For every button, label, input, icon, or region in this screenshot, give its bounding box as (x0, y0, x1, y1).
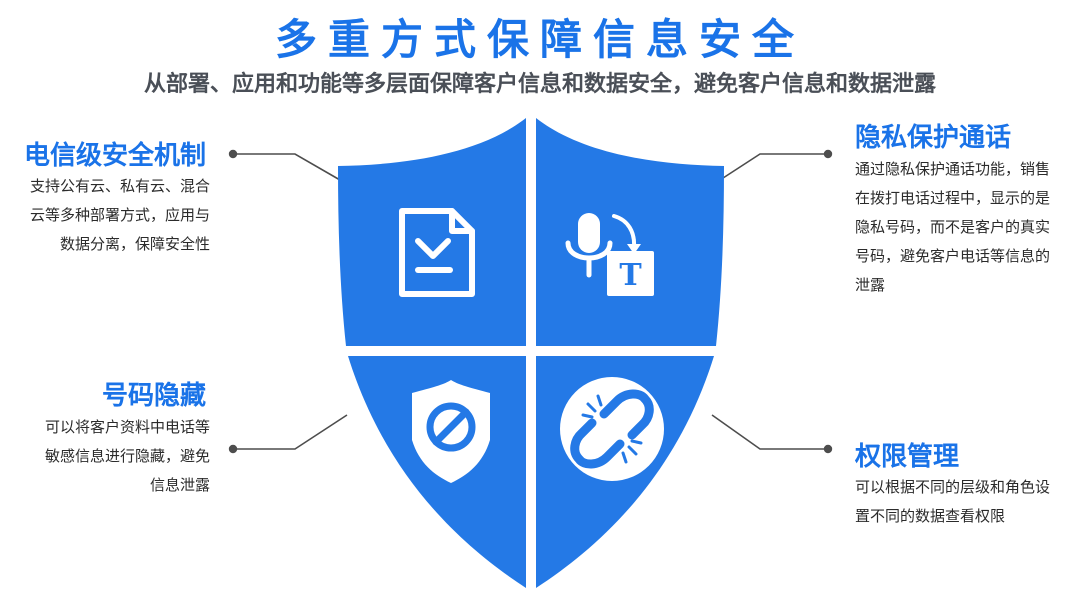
page-title: 多重方式保障信息安全 (274, 15, 805, 64)
feature-desc-line: 可以将客户资料中电话等 (44, 418, 210, 436)
shield-quadrant-top-left (338, 118, 526, 346)
feature-desc-line: 支持公有云、私有云、混合 (29, 177, 210, 195)
feature-desc-line: 在拨打电话过程中，显示的是 (855, 189, 1051, 207)
feature-desc-line: 敏感信息进行隐藏，避免 (44, 447, 210, 465)
connector-dot (228, 444, 238, 454)
broken-link-icon (560, 377, 664, 481)
feature-desc-line: 数据分离，保障安全性 (59, 235, 210, 253)
page-subtitle: 从部署、应用和功能等多层面保障客户信息和数据安全，避免客户信息和数据泄露 (143, 72, 936, 97)
feature-title-security: 电信级安全机制 (23, 141, 206, 171)
feature-desc-line: 信息泄露 (149, 476, 210, 494)
shield-block-icon (412, 380, 490, 483)
feature-desc-line: 云等多种部署方式，应用与 (29, 206, 210, 224)
feature-title-number-hide: 号码隐藏 (101, 381, 206, 411)
connector-lines (233, 153, 828, 450)
feature-desc-privacy-call: 通过隐私保护通话功能，销售 在拨打电话过程中，显示的是 隐私号码，而不是客户的真… (855, 155, 1080, 300)
feature-desc-number-hide: 可以将客户资料中电话等 敏感信息进行隐藏，避免 信息泄露 (0, 413, 210, 500)
feature-desc-line: 隐私号码，而不是客户的真实 (855, 218, 1051, 236)
feature-desc-line: 通过隐私保护通话功能，销售 (855, 160, 1051, 178)
connector-dot (823, 149, 833, 159)
feature-title-permission: 权限管理 (855, 442, 960, 472)
feature-desc-line: 泄露 (855, 276, 886, 294)
connector-dot (228, 149, 238, 159)
connector-dot (823, 444, 833, 454)
feature-desc-line: 置不同的数据查看权限 (855, 507, 1006, 525)
svg-text:T: T (619, 258, 642, 293)
document-download-icon (399, 208, 475, 297)
feature-desc-security: 支持公有云、私有云、混合 云等多种部署方式，应用与 数据分离，保障安全性 (0, 172, 210, 259)
feature-title-privacy-call: 隐私保护通话 (855, 123, 1012, 153)
feature-desc-line: 可以根据不同的层级和角色设 (855, 478, 1051, 496)
microphone-text-icon: T (565, 213, 654, 296)
feature-desc-line: 号码，避免客户电话等信息的 (855, 247, 1051, 265)
feature-desc-permission: 可以根据不同的层级和角色设 置不同的数据查看权限 (855, 473, 1080, 531)
